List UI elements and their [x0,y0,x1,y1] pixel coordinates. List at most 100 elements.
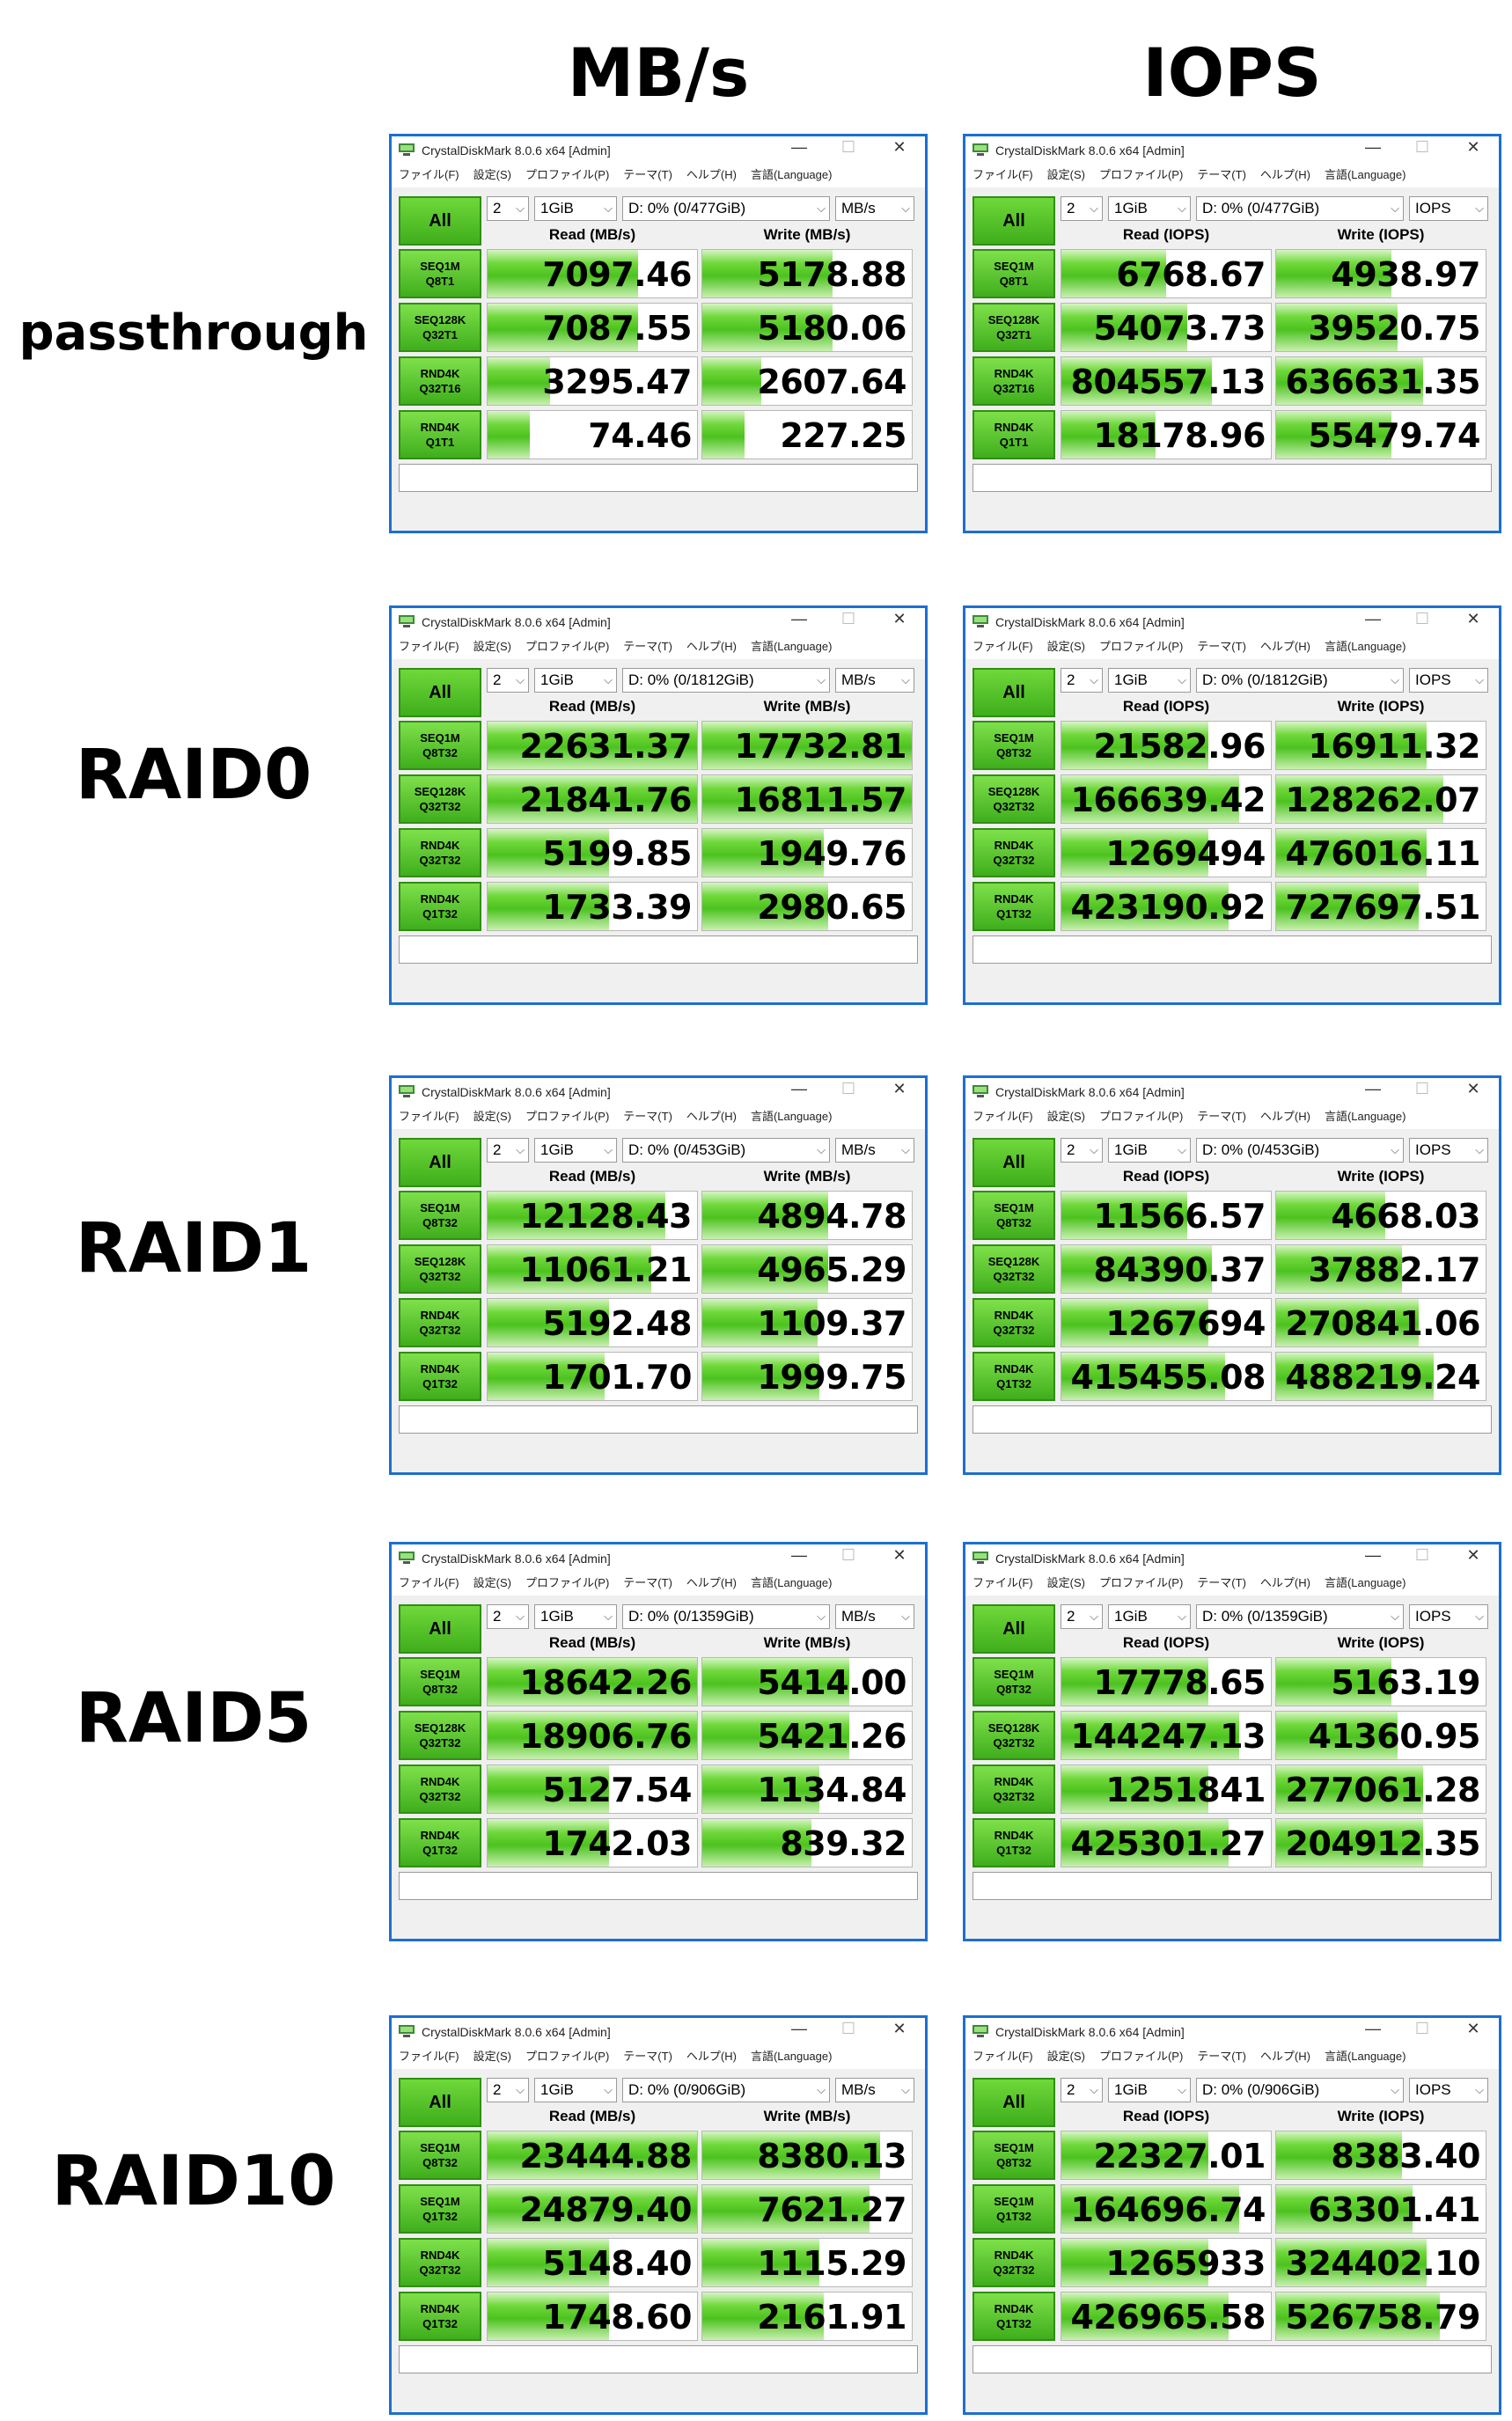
size-select[interactable]: 1GiB⌵ [534,196,617,221]
menu-item[interactable]: ヘルプ(H) [686,1110,737,1123]
menu-item[interactable]: 言語(Language) [750,1110,833,1123]
size-select[interactable]: 1GiB⌵ [534,1604,617,1629]
menu-item[interactable]: ヘルプ(H) [686,2050,737,2063]
count-select[interactable]: 2⌵ [1061,668,1103,693]
menu-item[interactable]: プロファイル(P) [525,168,610,181]
menu-item[interactable]: テーマ(T) [623,1576,672,1589]
all-button[interactable]: All [973,2078,1055,2127]
menu-item[interactable]: 設定(S) [1046,1110,1085,1123]
menu-item[interactable]: テーマ(T) [623,640,672,653]
menu-item[interactable]: 言語(Language) [1324,2050,1406,2063]
drive-select[interactable]: D: 0% (0/477GiB)⌵ [622,196,830,221]
menu-item[interactable]: 設定(S) [1046,640,1085,653]
menu-item[interactable]: 言語(Language) [750,168,833,181]
close-icon[interactable]: ✕ [1466,2020,1480,2037]
size-select[interactable]: 1GiB⌵ [534,668,617,693]
menu-item[interactable]: プロファイル(P) [525,2050,610,2063]
comment-input[interactable] [973,464,1492,492]
menu-item[interactable]: ヘルプ(H) [1259,640,1310,653]
all-button[interactable]: All [973,1138,1055,1187]
menu-item[interactable]: ファイル(F) [399,1110,459,1123]
menu-item[interactable]: プロファイル(P) [525,1576,610,1589]
unit-select[interactable]: IOPS⌵ [1409,2078,1488,2102]
minimize-icon[interactable]: — [791,138,807,156]
close-icon[interactable]: ✕ [892,1080,906,1097]
menu-item[interactable]: ファイル(F) [399,640,459,653]
minimize-icon[interactable]: — [1365,610,1381,627]
menu-item[interactable]: ヘルプ(H) [686,168,737,181]
all-button[interactable]: All [973,668,1055,717]
menu-item[interactable]: ファイル(F) [973,1110,1033,1123]
drive-select[interactable]: D: 0% (0/1359GiB)⌵ [622,1604,830,1629]
menu-item[interactable]: テーマ(T) [623,2050,672,2063]
comment-input[interactable] [973,1405,1492,1434]
unit-select[interactable]: IOPS⌵ [1409,1138,1488,1163]
size-select[interactable]: 1GiB⌵ [534,2078,617,2102]
menu-item[interactable]: テーマ(T) [1197,1576,1246,1589]
menu-item[interactable]: ファイル(F) [399,1576,459,1589]
menu-item[interactable]: 設定(S) [473,640,511,653]
minimize-icon[interactable]: — [1365,2020,1381,2037]
comment-input[interactable] [399,935,918,964]
maximize-icon[interactable]: ☐ [840,610,856,627]
close-icon[interactable]: ✕ [1466,138,1480,156]
menu-item[interactable]: ファイル(F) [973,640,1033,653]
close-icon[interactable]: ✕ [1466,1546,1480,1564]
drive-select[interactable]: D: 0% (0/477GiB)⌵ [1196,196,1404,221]
menu-item[interactable]: ヘルプ(H) [1259,168,1310,181]
menu-item[interactable]: 言語(Language) [750,640,833,653]
all-button[interactable]: All [399,1138,481,1187]
minimize-icon[interactable]: — [1365,1546,1381,1564]
menu-item[interactable]: 設定(S) [473,2050,511,2063]
menu-item[interactable]: テーマ(T) [1197,640,1246,653]
maximize-icon[interactable]: ☐ [840,1080,856,1097]
menu-item[interactable]: ヘルプ(H) [1259,2050,1310,2063]
count-select[interactable]: 2⌵ [487,196,529,221]
comment-input[interactable] [399,1405,918,1434]
close-icon[interactable]: ✕ [892,610,906,627]
menu-item[interactable]: プロファイル(P) [1098,640,1184,653]
drive-select[interactable]: D: 0% (0/1359GiB)⌵ [1196,1604,1404,1629]
size-select[interactable]: 1GiB⌵ [1108,1604,1191,1629]
menu-item[interactable]: ファイル(F) [973,2050,1033,2063]
menu-item[interactable]: 言語(Language) [1324,640,1406,653]
comment-input[interactable] [973,1872,1492,1900]
minimize-icon[interactable]: — [791,610,807,627]
close-icon[interactable]: ✕ [1466,1080,1480,1097]
size-select[interactable]: 1GiB⌵ [1108,1138,1191,1163]
all-button[interactable]: All [399,1604,481,1654]
menu-item[interactable]: ファイル(F) [399,168,459,181]
close-icon[interactable]: ✕ [892,138,906,156]
minimize-icon[interactable]: — [1365,1080,1381,1097]
unit-select[interactable]: MB/s⌵ [835,1138,914,1163]
menu-item[interactable]: テーマ(T) [1197,168,1246,181]
close-icon[interactable]: ✕ [892,2020,906,2037]
count-select[interactable]: 2⌵ [487,668,529,693]
maximize-icon[interactable]: ☐ [1414,2020,1430,2037]
all-button[interactable]: All [973,196,1055,246]
count-select[interactable]: 2⌵ [1061,2078,1103,2102]
menu-item[interactable]: プロファイル(P) [1098,2050,1184,2063]
